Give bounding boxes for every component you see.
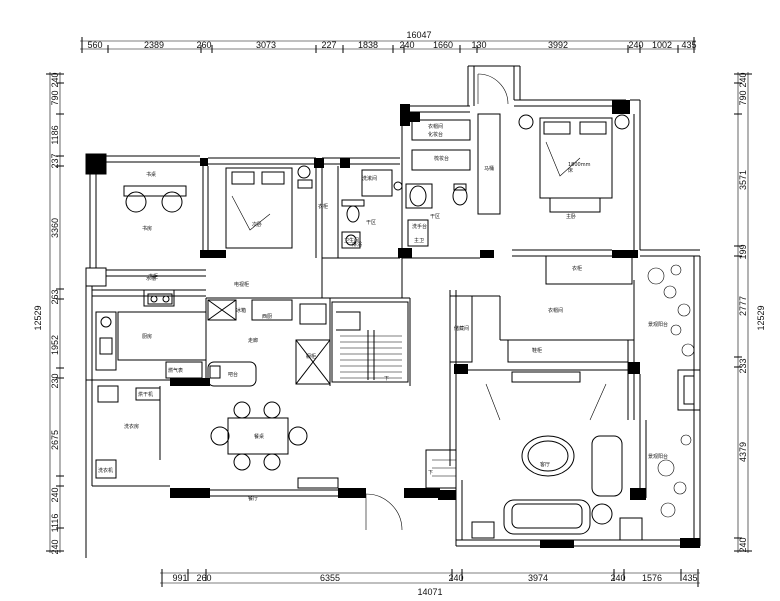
left-dim-5: 263 <box>50 289 60 304</box>
right-dim-7: 240 <box>738 537 748 552</box>
right-dimension-chain: 240 790 3571 199 2777 233 4379 240 12529 <box>734 72 766 553</box>
living-room-label: 客厅 <box>540 461 550 468</box>
bottom-total-dimension: 14071 <box>417 587 442 597</box>
right-dim-1: 790 <box>738 90 748 105</box>
top-dim-6: 240 <box>399 40 414 50</box>
top-dim-1: 2389 <box>144 40 164 50</box>
bottom-dim-1: 260 <box>196 573 211 583</box>
gas-meter-label: 燃气表 <box>168 367 183 374</box>
bottom-dim-6: 1576 <box>642 573 662 583</box>
vanity-label: 洗手台 <box>412 223 427 230</box>
left-dimension-chain: 240 790 1186 237 3360 263 1952 230 2675 … <box>33 72 64 555</box>
bottom-dim-3: 240 <box>448 573 463 583</box>
bottom-dim-7: 435 <box>682 573 697 583</box>
tv-cabinet-label: 电视柜 <box>234 281 249 288</box>
right-dim-0: 240 <box>738 72 748 87</box>
toilet-label: 马桶 <box>484 165 494 172</box>
bottom-dim-4: 3974 <box>528 573 548 583</box>
dryer-label: 烘干机 <box>138 391 153 398</box>
right-dim-5: 233 <box>738 358 748 373</box>
master-bedroom-label: 主卧 <box>566 213 576 220</box>
staircase: 下 <box>331 301 409 383</box>
left-dim-4: 3360 <box>50 218 60 238</box>
top-total-dimension: 16047 <box>406 30 431 40</box>
closet-label: 衣帽间 <box>428 123 443 130</box>
bottom-dim-5: 240 <box>610 573 625 583</box>
laundry-label: 洗衣房 <box>124 423 139 430</box>
left-dim-6: 1952 <box>50 335 60 355</box>
top-dim-12: 435 <box>681 40 696 50</box>
dry-zone-label-2: 干区 <box>430 214 440 220</box>
wash-label: 洗漱间 <box>362 175 377 182</box>
top-dim-2: 260 <box>196 40 211 50</box>
left-dim-7: 230 <box>50 373 60 388</box>
right-dim-4: 2777 <box>738 296 748 316</box>
dining-label: 餐厅 <box>248 495 258 502</box>
washer-label: 洗衣机 <box>98 467 113 474</box>
secondary-bedroom-label: 次卧 <box>252 221 262 228</box>
stair-down-label: 下 <box>384 376 389 382</box>
top-dim-0: 560 <box>87 40 102 50</box>
kitchen-label: 厨房 <box>142 333 152 340</box>
left-dim-1: 790 <box>50 90 60 105</box>
cabinet-label: 橱柜 <box>306 353 316 360</box>
study-label: 书房 <box>142 225 152 232</box>
bottom-dim-2: 6355 <box>320 573 340 583</box>
living-stair: 下 <box>425 449 457 489</box>
corridor-label: 走廊 <box>248 337 258 344</box>
right-dim-3: 199 <box>738 244 748 259</box>
fridge-label: 冰箱 <box>236 307 246 314</box>
stair-down-label-2: 下 <box>428 470 433 476</box>
left-dim-9: 240 <box>50 487 60 502</box>
study-desk-label: 书桌 <box>146 171 156 178</box>
doors <box>365 73 509 531</box>
left-dim-8: 2675 <box>50 430 60 450</box>
top-dim-4: 227 <box>321 40 336 50</box>
top-dim-11: 1002 <box>652 40 672 50</box>
right-dim-6: 4379 <box>738 442 748 462</box>
top-dim-10: 240 <box>628 40 643 50</box>
top-dim-5: 1838 <box>358 40 378 50</box>
balcony-label-2: 景观阳台 <box>648 453 668 460</box>
left-dim-2: 1186 <box>50 125 60 144</box>
wardrobe-label: 衣柜 <box>318 203 328 210</box>
left-dim-11: 240 <box>50 539 60 554</box>
bottom-dim-0: 991 <box>172 573 187 583</box>
bottom-dimension-chain: 991 260 6355 240 3974 240 1576 435 14071 <box>160 569 700 597</box>
top-dim-9: 3992 <box>548 40 568 50</box>
top-dimension-chain: 16047 560 2389 260 3073 227 1838 240 166… <box>80 30 697 53</box>
top-dim-3: 3073 <box>256 40 276 50</box>
left-dim-0: 240 <box>50 72 60 87</box>
right-dim-2: 3571 <box>738 170 748 190</box>
left-dim-3: 237 <box>50 153 60 168</box>
dry-zone-label-1: 干区 <box>366 220 376 226</box>
top-dim-8: 130 <box>471 40 486 50</box>
wardrobe-label-2: 衣柜 <box>572 265 582 272</box>
study-cabinet-label: 书柜 <box>148 273 158 280</box>
furniture <box>95 112 701 541</box>
master-wash-label: 主卫 <box>414 237 424 244</box>
top-dim-7: 1660 <box>433 40 453 50</box>
shoe-cabinet-label: 鞋柜 <box>532 347 542 354</box>
pantry-label: 西厨 <box>262 314 272 320</box>
master-bed-size-label: 1800mm <box>568 162 591 168</box>
walls <box>85 65 701 558</box>
balcony-label: 景观阳台 <box>648 321 668 328</box>
left-total-dimension: 12529 <box>33 305 43 330</box>
left-dim-10: 1116 <box>50 514 60 533</box>
storage-label: 储藏间 <box>454 325 469 332</box>
kitchen-sink-label: 水槽 <box>146 275 156 282</box>
bathroom-label: 卫生间 <box>344 237 359 244</box>
room-labels: 书桌 书房 书柜 次卧 衣柜 洗漱间 干区 卫生间 衣帽间 化妆台 梳妆台 马桶… <box>98 123 668 502</box>
right-total-dimension: 12529 <box>756 305 766 330</box>
bar-label: 吧台 <box>228 371 238 378</box>
closet-room-label: 衣帽间 <box>548 307 563 314</box>
dining-table-label: 餐桌 <box>254 433 264 440</box>
dressing-label: 梳妆台 <box>434 155 449 162</box>
shower-label: 淋浴 <box>352 241 362 248</box>
master-bed-label: 床 <box>568 167 573 174</box>
makeup-label: 化妆台 <box>428 131 443 138</box>
